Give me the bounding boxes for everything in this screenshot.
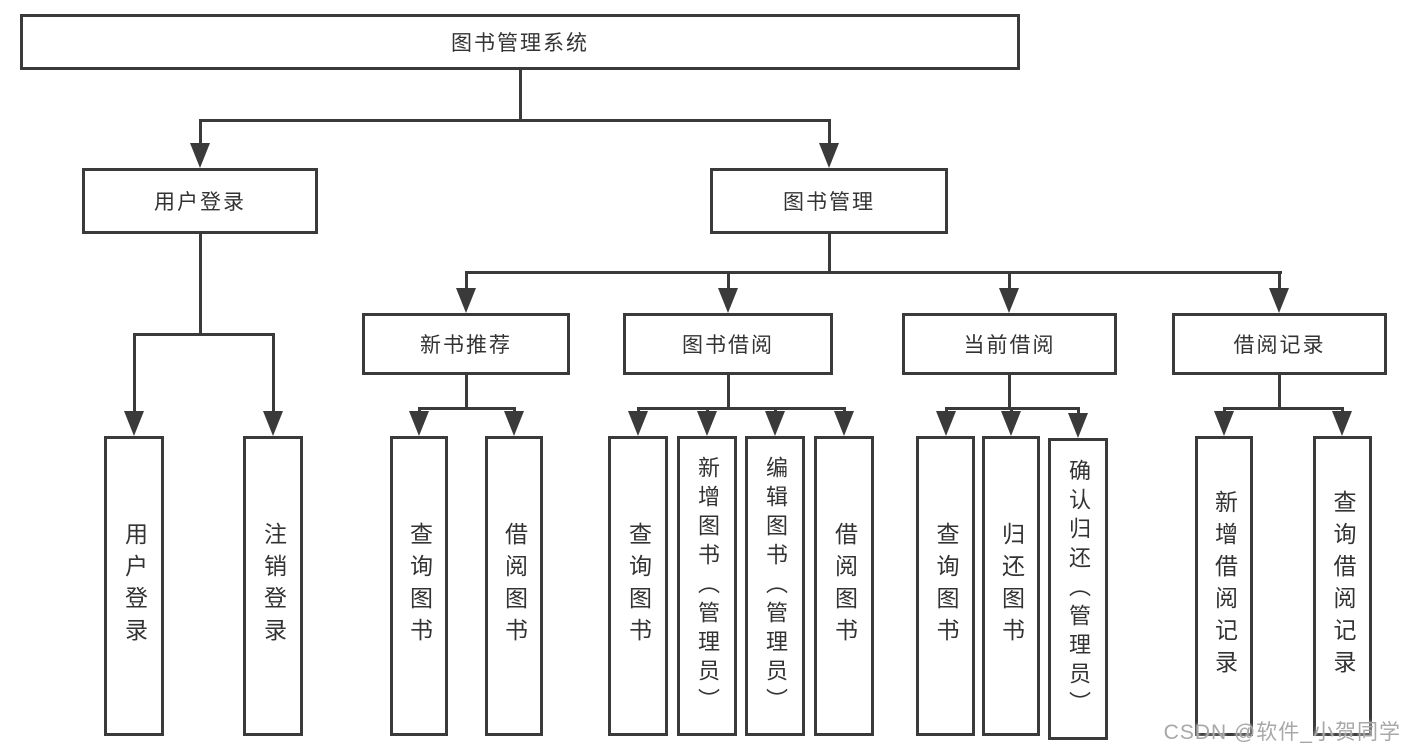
leaf-label: 借阅图书 <box>831 522 858 650</box>
connector-line <box>945 407 948 413</box>
leaf-label: 确认归还（管理员） <box>1066 458 1091 720</box>
leaf-logout: 注销登录 <box>243 436 303 736</box>
leaf-br-add-record: 新增借阅记录 <box>1195 436 1253 736</box>
node-user-login: 用户登录 <box>82 168 318 234</box>
connector-line <box>199 119 202 145</box>
node-current-borrow: 当前借阅 <box>902 313 1117 375</box>
connector-line <box>465 271 468 289</box>
leaf-cb-confirm-return-admin: 确认归还（管理员） <box>1048 438 1108 740</box>
connector-line <box>1278 271 1281 289</box>
arrow-down-icon <box>834 411 854 436</box>
connector-line <box>774 407 777 413</box>
leaf-br-query-record: 查询借阅记录 <box>1313 436 1372 736</box>
connector-line <box>1223 407 1344 410</box>
connector-line <box>1341 407 1344 413</box>
connector-line <box>465 375 468 409</box>
arrow-down-icon <box>936 411 956 436</box>
connector-line <box>418 407 516 410</box>
leaf-bb-borrow-books: 借阅图书 <box>814 436 874 736</box>
node-borrow-records: 借阅记录 <box>1172 313 1387 375</box>
arrow-down-icon <box>504 411 524 436</box>
connector-line <box>272 333 275 412</box>
arrow-down-icon <box>409 411 429 436</box>
connector-line <box>637 407 640 413</box>
node-label: 图书借阅 <box>682 334 774 357</box>
leaf-bb-edit-books-admin: 编辑图书（管理员） <box>745 436 805 736</box>
arrow-down-icon <box>1214 411 1234 436</box>
connector-line <box>1010 407 1013 413</box>
leaf-label: 注销登录 <box>260 522 287 650</box>
arrow-down-icon <box>1269 288 1289 313</box>
node-label: 用户登录 <box>154 191 246 214</box>
arrow-down-icon <box>1332 411 1352 436</box>
connector-line <box>1008 375 1011 409</box>
connector-line <box>843 407 846 413</box>
arrow-down-icon <box>765 411 785 436</box>
arrow-down-icon <box>697 411 717 436</box>
node-label: 新书推荐 <box>420 334 512 357</box>
leaf-label: 查询图书 <box>933 522 959 650</box>
connector-line <box>133 333 136 412</box>
connector-line <box>727 271 730 289</box>
arrow-down-icon <box>1068 413 1088 438</box>
arrow-down-icon <box>1001 411 1021 436</box>
arrow-down-icon <box>819 143 839 168</box>
leaf-label: 查询图书 <box>406 522 433 650</box>
arrow-down-icon <box>456 288 476 313</box>
connector-line <box>199 119 831 122</box>
connector-line <box>133 333 275 336</box>
connector-line <box>465 271 1282 274</box>
node-library-management-system: 图书管理系统 <box>20 14 1020 70</box>
leaf-label: 新增借阅记录 <box>1211 490 1238 682</box>
leaf-user-login: 用户登录 <box>104 436 164 736</box>
connector-line <box>828 234 831 274</box>
node-label: 借阅记录 <box>1233 334 1326 357</box>
connector-line <box>418 407 421 413</box>
connector-line <box>727 375 730 409</box>
node-book-management: 图书管理 <box>710 168 948 234</box>
leaf-bb-add-books-admin: 新增图书（管理员） <box>677 436 737 736</box>
node-book-borrow: 图书借阅 <box>623 313 833 375</box>
connector-line <box>637 407 846 410</box>
leaf-bb-query-books: 查询图书 <box>608 436 668 736</box>
arrow-down-icon <box>999 288 1019 313</box>
leaf-label: 查询借阅记录 <box>1330 490 1356 682</box>
leaf-nbr-borrow-books: 借阅图书 <box>485 436 543 736</box>
leaf-nbr-query-books: 查询图书 <box>390 436 448 736</box>
connector-line <box>706 407 709 413</box>
node-label: 图书管理 <box>783 191 875 214</box>
leaf-label: 新增图书（管理员） <box>695 455 720 717</box>
leaf-label: 归还图书 <box>998 522 1025 650</box>
connector-line <box>1223 407 1226 413</box>
node-label: 图书管理系统 <box>451 32 589 55</box>
connector-line <box>199 234 202 335</box>
leaf-label: 用户登录 <box>121 522 148 650</box>
arrow-down-icon <box>718 288 738 313</box>
connector-line <box>1278 375 1281 409</box>
leaf-label: 查询图书 <box>625 522 652 650</box>
arrow-down-icon <box>124 411 144 436</box>
arrow-down-icon <box>628 411 648 436</box>
connector-line <box>828 119 831 145</box>
arrow-down-icon <box>190 143 210 168</box>
arrow-down-icon <box>263 411 283 436</box>
node-new-book-recommend: 新书推荐 <box>362 313 570 375</box>
leaf-cb-return-books: 归还图书 <box>982 436 1040 736</box>
leaf-label: 编辑图书（管理员） <box>763 455 788 717</box>
connector-line <box>1077 407 1080 415</box>
leaf-label: 借阅图书 <box>501 522 528 650</box>
watermark: CSDN @软件_小贺同学 <box>1163 721 1401 744</box>
leaf-cb-query-books: 查询图书 <box>916 436 975 736</box>
connector-line <box>1008 271 1011 289</box>
connector-line <box>519 70 522 121</box>
node-label: 当前借阅 <box>963 334 1056 357</box>
connector-line <box>513 407 516 413</box>
